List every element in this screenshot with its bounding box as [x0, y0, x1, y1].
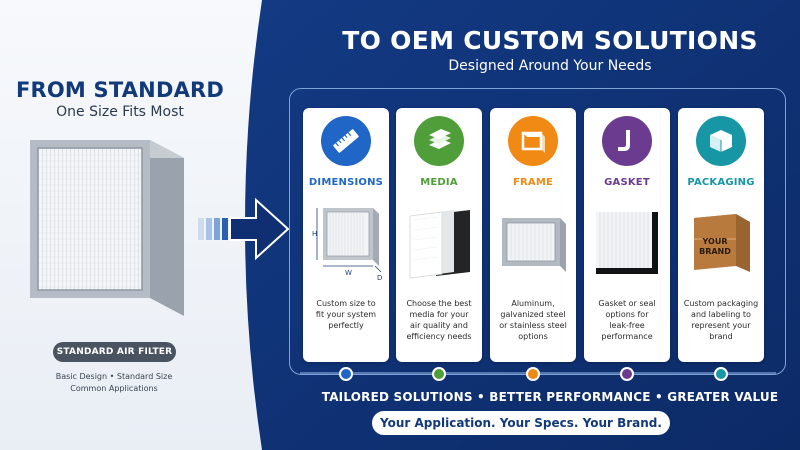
gasket-icon [602, 116, 652, 166]
media-layers-icon [414, 116, 464, 166]
dim-w-label: W [345, 269, 352, 277]
value-tagline: TAILORED SOLUTIONS • BETTER PERFORMANCE … [321, 390, 779, 404]
standard-filter-image [30, 140, 184, 316]
custom-solutions-title: TO OEM CUSTOM SOLUTIONS [342, 26, 758, 55]
ruler-icon [321, 116, 371, 166]
custom-solutions-subtitle: Designed Around Your Needs [448, 58, 652, 74]
dot-dimensions [339, 367, 353, 381]
standard-subtitle: One Size Fits Most [56, 104, 184, 120]
box-icon [696, 116, 746, 166]
brand-slogan-pill: Your Application. Your Specs. Your Brand… [372, 411, 670, 435]
dim-h-label: H [312, 230, 317, 238]
standard-desc-line2: Common Applications [70, 384, 158, 393]
card-label: MEDIA [420, 177, 458, 188]
dim-d-label: D [377, 274, 382, 282]
card-label: DIMENSIONS [308, 177, 384, 188]
frame-filter-image [502, 218, 566, 272]
box-text-line1: YOUR [702, 237, 728, 246]
standard-filter-badge: STANDARD AIR FILTER [53, 342, 176, 362]
transition-arrow-icon [198, 197, 290, 261]
dimension-filter-image: H W D [312, 208, 382, 282]
dot-gasket [620, 367, 634, 381]
standard-title: FROM STANDARD [15, 78, 225, 102]
media-layers-image [409, 210, 470, 279]
dot-media [432, 367, 446, 381]
standard-desc-line1: Basic Design • Standard Size [55, 372, 173, 381]
card-label: FRAME [512, 177, 554, 188]
dot-frame [526, 367, 540, 381]
frame-icon [508, 116, 558, 166]
gasket-filter-image [596, 212, 658, 274]
card-label: PACKAGING [687, 177, 755, 188]
brand-box-image: YOUR BRAND [694, 214, 750, 272]
card-label: GASKET [604, 177, 650, 188]
box-text-line2: BRAND [699, 247, 731, 256]
dot-packaging [714, 367, 728, 381]
